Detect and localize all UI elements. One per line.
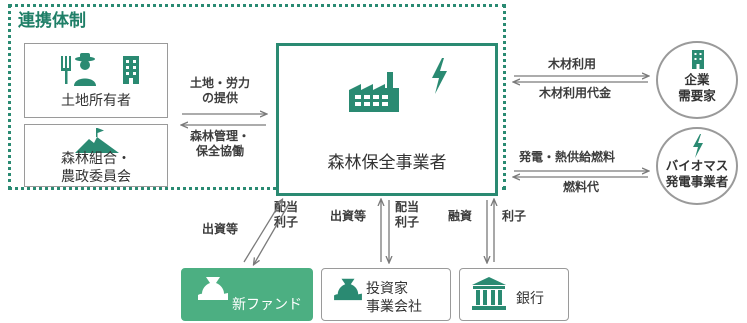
biomass-label-2: 発電事業者 xyxy=(665,174,729,189)
bank-label: 銀行 xyxy=(516,291,544,307)
arrow-fund-invest xyxy=(243,200,282,263)
forest-association-box: 森林組合・ 農政委員会 xyxy=(24,124,168,187)
enterprise-label-1: 企業 xyxy=(684,72,710,87)
fuel-payment: 燃料代 xyxy=(563,180,600,194)
building-icon xyxy=(692,50,704,69)
main-label: 森林保全事業者 xyxy=(327,153,447,173)
factory-icon xyxy=(349,72,399,112)
money-bag-icon xyxy=(198,277,228,300)
power-heat-fuel: 発電・熱供給燃料 xyxy=(519,150,616,164)
forest-association-label-1: 森林組合・ xyxy=(61,151,131,167)
bank-icon xyxy=(472,277,506,310)
landowner-box: 土地所有者 xyxy=(24,43,168,118)
landowner-label: 土地所有者 xyxy=(61,93,131,109)
enterprise-circle: 企業 需要家 xyxy=(656,41,738,119)
forest-conservation-operator-box: 森林保全事業者 xyxy=(276,43,498,196)
forest-management-coop: 森林管理・ 保全協働 xyxy=(186,129,254,159)
land-labor-line1: 土地・労力 xyxy=(189,76,250,90)
land-labor-provision: 土地・労力 の提供 xyxy=(186,76,254,106)
biomass-label-1: バイオマス xyxy=(665,158,729,173)
mountain-flag-icon xyxy=(75,128,119,153)
farmer-icon xyxy=(61,53,96,86)
investor-investment: 出資等 xyxy=(330,209,367,223)
collaboration-frame xyxy=(8,4,506,190)
forest-mgmt-line2: 保全協働 xyxy=(195,144,244,158)
investor-label-2: 事業会社 xyxy=(366,299,422,315)
lightning-icon xyxy=(693,134,703,158)
forest-association-label-2: 農政委員会 xyxy=(61,169,131,185)
timber-use: 木材利用 xyxy=(548,57,597,71)
investor-label-1: 投資家 xyxy=(366,281,408,297)
money-bag-icon xyxy=(334,278,362,301)
new-fund-label: 新ファンド xyxy=(232,297,302,313)
investor-interest: 利子 xyxy=(395,215,420,229)
biomass-circle: バイオマス 発電事業者 xyxy=(656,127,738,205)
enterprise-label-2: 需要家 xyxy=(678,88,716,103)
fund-investment: 出資等 xyxy=(202,222,239,236)
investor-box: 投資家 事業会社 xyxy=(321,268,451,321)
bank-interest: 利子 xyxy=(502,209,527,223)
forest-mgmt-line1: 森林管理・ xyxy=(189,129,250,143)
lightning-icon xyxy=(432,58,447,94)
timber-use-payment: 木材利用代金 xyxy=(539,86,612,100)
new-fund-box: 新ファンド xyxy=(181,268,313,321)
investor-dividend: 配当 xyxy=(395,200,420,214)
bank-loan: 融資 xyxy=(448,209,473,223)
land-labor-line2: の提供 xyxy=(201,91,238,105)
bank-box: 銀行 xyxy=(459,268,569,321)
arrow-fund-dividend xyxy=(254,201,291,264)
building-icon xyxy=(123,56,139,84)
frame-title: 連携体制 xyxy=(18,11,86,31)
